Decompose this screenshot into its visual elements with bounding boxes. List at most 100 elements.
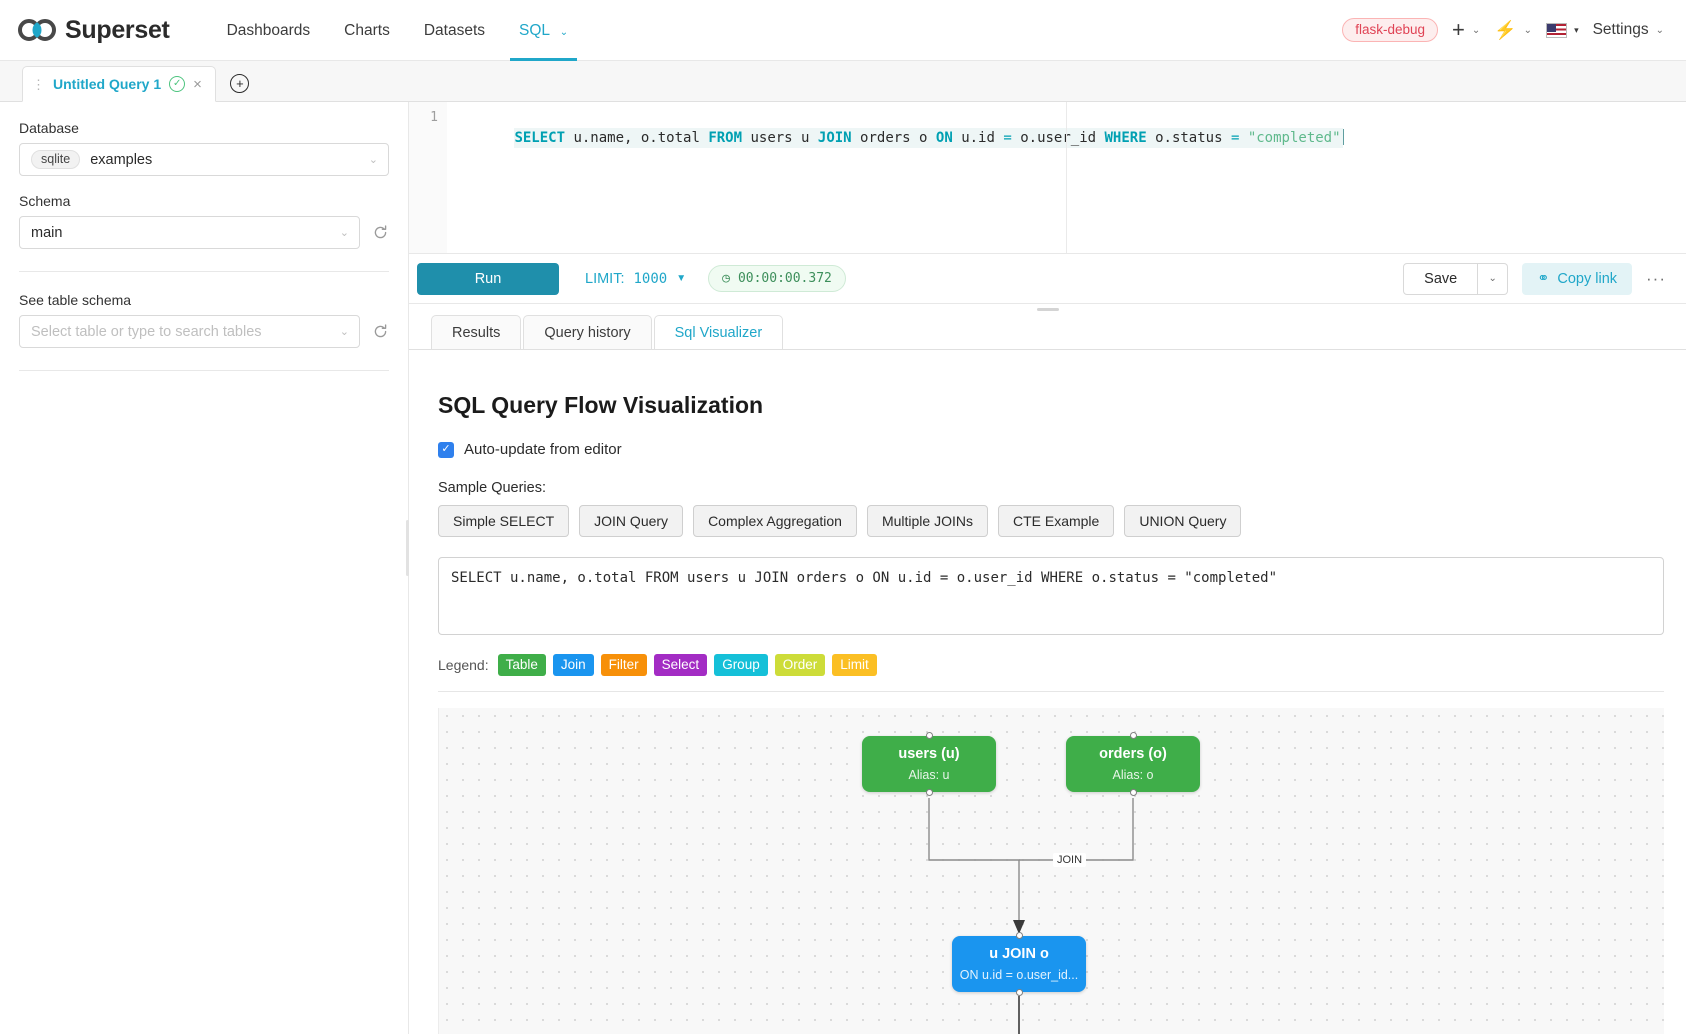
more-options-icon[interactable]: ··· bbox=[1646, 268, 1666, 288]
flow-node-join-title: u JOIN o bbox=[989, 945, 1049, 962]
table-search-select[interactable]: Select table or type to search tables ⌄ bbox=[19, 315, 360, 348]
editor-code-area[interactable]: SELECT u.name, o.total FROM users u JOIN… bbox=[447, 102, 1686, 253]
tab-results[interactable]: Results bbox=[431, 315, 522, 350]
sample-query-union-query[interactable]: UNION Query bbox=[1124, 505, 1242, 537]
node-port-top bbox=[1015, 932, 1023, 939]
node-port-bottom bbox=[1129, 789, 1137, 796]
legend-label: Legend: bbox=[438, 657, 489, 673]
node-port-top bbox=[925, 732, 933, 739]
panel-resize-handle-row[interactable] bbox=[409, 304, 1686, 315]
save-button[interactable]: Save bbox=[1403, 262, 1479, 295]
sample-query-cte-example[interactable]: CTE Example bbox=[997, 505, 1115, 537]
tab-results-label: Results bbox=[452, 325, 501, 341]
left-query-config-panel: Database sqlite examples ⌄ Schema main ⌄… bbox=[0, 102, 409, 1034]
top-navigation-bar: Superset Dashboards Charts Datasets SQL … bbox=[0, 0, 1686, 61]
sql-input-textarea[interactable] bbox=[438, 557, 1664, 635]
plus-circle-icon: + bbox=[230, 73, 250, 93]
sample-query-multiple-joins[interactable]: Multiple JOINs bbox=[866, 505, 988, 537]
new-item-menu[interactable]: + ⌄ bbox=[1452, 19, 1480, 41]
schema-row: main ⌄ bbox=[19, 216, 389, 249]
chevron-down-icon: ⌄ bbox=[1655, 24, 1664, 36]
legend-chip-order: Order bbox=[774, 654, 826, 676]
flow-node-join-subtitle: ON u.id = o.user_id... bbox=[959, 968, 1079, 983]
chevron-down-icon: ⌄ bbox=[1488, 273, 1497, 284]
nav-right-cluster: flask-debug + ⌄ ⚡ ⌄ ▾ Settings ⌄ bbox=[1342, 18, 1664, 42]
clock-icon: ◷ bbox=[722, 271, 730, 286]
refresh-schema-icon[interactable] bbox=[372, 224, 389, 241]
query-timer-chip: ◷ 00:00:00.372 bbox=[708, 265, 846, 292]
panel-divider bbox=[19, 271, 389, 272]
flow-node-join[interactable]: u JOIN o ON u.id = o.user_id... bbox=[952, 932, 1086, 996]
quick-actions-menu[interactable]: ⚡ ⌄ bbox=[1494, 21, 1532, 39]
result-tabs-underline bbox=[409, 349, 1686, 350]
refresh-tables-icon[interactable] bbox=[372, 323, 389, 340]
copy-link-label: Copy link bbox=[1557, 270, 1618, 287]
horizontal-split-handle[interactable] bbox=[406, 520, 409, 576]
legend-chip-limit: Limit bbox=[832, 654, 877, 676]
chevron-down-icon: ⌄ bbox=[1523, 24, 1533, 36]
flow-node-users-subtitle: Alias: u bbox=[908, 768, 950, 783]
legend-chip-filter: Filter bbox=[600, 654, 647, 676]
auto-update-checkbox-row[interactable]: ✓ Auto-update from editor bbox=[438, 441, 1664, 458]
drag-handle-icon[interactable]: ⋮ bbox=[32, 76, 45, 92]
nav-link-sql[interactable]: SQL ⌄ bbox=[502, 0, 585, 61]
right-editor-panel: 1 SELECT u.name, o.total FROM users u JO… bbox=[409, 102, 1686, 1034]
us-flag-icon bbox=[1546, 22, 1568, 38]
nav-link-dashboards[interactable]: Dashboards bbox=[210, 0, 328, 61]
query-flow-canvas[interactable]: JOIN users (u) Alias: u orders (o) Alias… bbox=[438, 708, 1664, 1034]
query-tab-untitled-query-1[interactable]: ⋮ Untitled Query 1 ✓ × bbox=[22, 66, 216, 102]
legend-chip-join: Join bbox=[552, 654, 594, 676]
schema-label: Schema bbox=[19, 193, 71, 209]
chevron-down-icon: ▾ bbox=[1574, 24, 1579, 35]
table-search-row: Select table or type to search tables ⌄ bbox=[19, 315, 389, 348]
text-cursor bbox=[1342, 129, 1344, 145]
chevron-down-icon: ⌄ bbox=[368, 154, 378, 166]
sample-query-simple-select[interactable]: Simple SELECT bbox=[438, 505, 570, 537]
brand-logo-area[interactable]: Superset bbox=[18, 16, 170, 45]
editor-toolbar: Run LIMIT: 1000 ▼ ◷ 00:00:00.372 Save ⌄ … bbox=[409, 254, 1686, 304]
close-icon[interactable]: × bbox=[193, 75, 202, 93]
node-port-bottom bbox=[925, 789, 933, 796]
schema-select[interactable]: main ⌄ bbox=[19, 216, 360, 249]
query-tab-label: Untitled Query 1 bbox=[53, 76, 162, 92]
checkbox-checked-icon[interactable]: ✓ bbox=[438, 441, 454, 458]
settings-menu[interactable]: Settings ⌄ bbox=[1593, 21, 1664, 39]
tab-sql-visualizer[interactable]: Sql Visualizer bbox=[653, 315, 784, 350]
database-select-value: examples bbox=[90, 151, 153, 168]
copy-link-button[interactable]: ⚭ Copy link bbox=[1522, 262, 1633, 295]
flow-node-users[interactable]: users (u) Alias: u bbox=[862, 732, 996, 796]
node-port-top bbox=[1129, 732, 1137, 739]
database-select[interactable]: sqlite examples ⌄ bbox=[19, 143, 389, 176]
result-tabs: Results Query history Sql Visualizer bbox=[409, 315, 1686, 350]
query-tab-strip: ⋮ Untitled Query 1 ✓ × + bbox=[0, 61, 1686, 102]
save-dropdown-button[interactable]: ⌄ bbox=[1478, 262, 1509, 295]
table-search-placeholder: Select table or type to search tables bbox=[31, 323, 262, 340]
panel-resize-handle[interactable] bbox=[1036, 308, 1059, 311]
plus-icon: + bbox=[1452, 17, 1465, 42]
schema-select-value: main bbox=[31, 224, 63, 241]
limit-value: 1000 bbox=[633, 270, 668, 287]
panel-divider-2 bbox=[19, 370, 389, 371]
nav-link-charts[interactable]: Charts bbox=[327, 0, 407, 61]
run-button[interactable]: Run bbox=[417, 262, 559, 295]
add-query-tab-button[interactable]: + bbox=[216, 65, 264, 101]
page-title: SQL Query Flow Visualization bbox=[438, 392, 764, 418]
sample-query-join-query[interactable]: JOIN Query bbox=[579, 505, 684, 537]
link-icon: ⚭ bbox=[1537, 270, 1550, 287]
editor-line-numbers: 1 bbox=[409, 102, 447, 253]
check-circle-icon: ✓ bbox=[169, 76, 186, 92]
chevron-down-icon: ⌄ bbox=[1471, 24, 1481, 36]
flow-node-orders[interactable]: orders (o) Alias: o bbox=[1066, 732, 1200, 796]
sql-editor[interactable]: 1 SELECT u.name, o.total FROM users u JO… bbox=[409, 102, 1686, 254]
sample-query-complex-aggregation[interactable]: Complex Aggregation bbox=[693, 505, 857, 537]
flask-debug-badge: flask-debug bbox=[1342, 18, 1438, 42]
query-elapsed-time: 00:00:00.372 bbox=[737, 271, 832, 286]
language-selector[interactable]: ▾ bbox=[1546, 22, 1579, 38]
bolt-icon: ⚡ bbox=[1494, 20, 1517, 40]
nav-link-datasets-label: Datasets bbox=[423, 21, 485, 39]
tab-query-history[interactable]: Query history bbox=[523, 315, 652, 350]
limit-dropdown[interactable]: LIMIT: 1000 ▼ bbox=[585, 271, 686, 287]
nav-link-datasets[interactable]: Datasets bbox=[407, 0, 502, 61]
nav-link-sql-label: SQL bbox=[519, 21, 550, 39]
settings-label: Settings bbox=[1592, 21, 1649, 38]
